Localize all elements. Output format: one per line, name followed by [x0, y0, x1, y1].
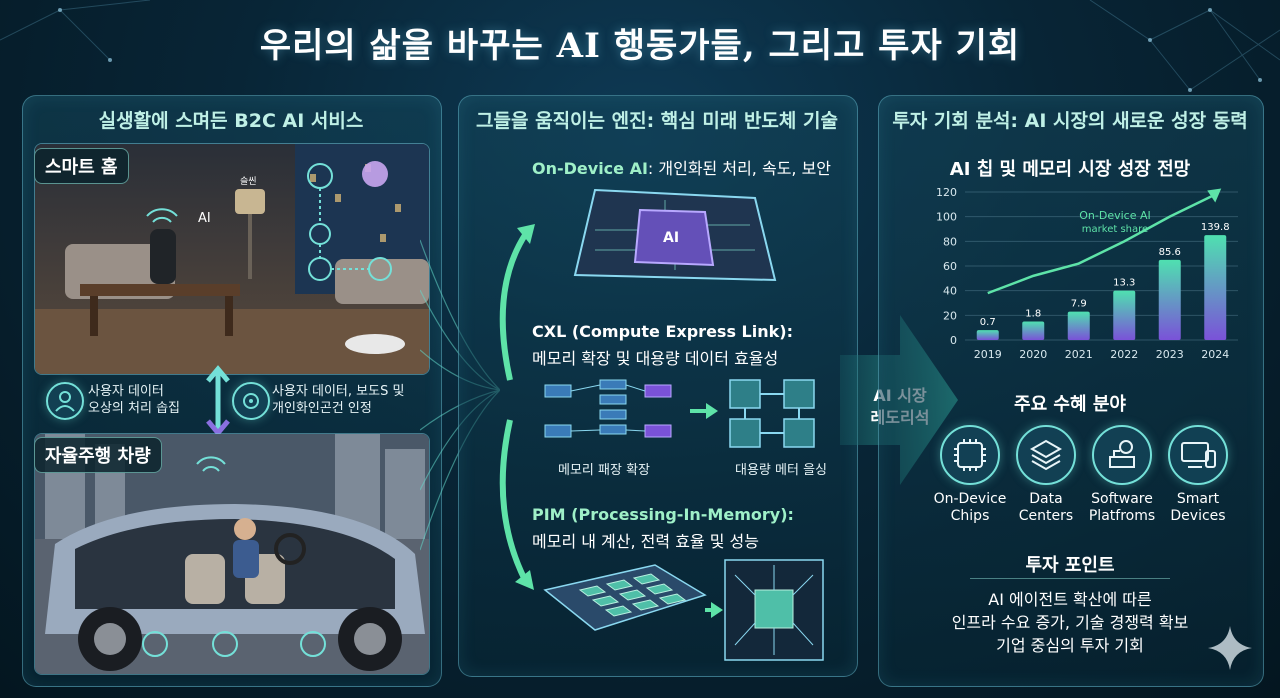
cxl-left-caption: 메모리 패장 확장: [558, 463, 650, 478]
vehicle-scene: [34, 433, 430, 675]
note-1: 사용자 데이터 오상의 처리 솝집: [88, 383, 180, 417]
trend-label-line-2: market share: [1082, 224, 1148, 235]
y-tick-label: 120: [936, 186, 957, 199]
benefit-label-line-1: Smart: [1176, 491, 1220, 507]
devices-icon: [1168, 425, 1228, 485]
data-label: 85.6: [1159, 247, 1181, 258]
benefit-label-line-2: Chips: [950, 508, 990, 524]
x-tick-label: 2020: [1019, 348, 1047, 361]
benefit-label-line-2: Centers: [1018, 508, 1074, 524]
chip-ai-label: AI: [663, 230, 679, 246]
note-1-line-2: 오상의 처리 솝집: [88, 401, 180, 416]
invest-line-2: 인프라 수요 증가, 기술 경쟁력 확보: [951, 613, 1189, 632]
bubble-label: 슬씬: [240, 176, 257, 187]
benefit-label-line-1: On-Device: [933, 491, 1007, 507]
bar: [1158, 259, 1181, 340]
user-data-icon: [46, 382, 84, 420]
on-device-chip-illustration: AI: [573, 188, 777, 282]
data-label: 7.9: [1071, 299, 1087, 310]
bar: [976, 330, 999, 340]
invest-title: 투자 포인트: [1025, 555, 1115, 576]
left-panel-header: 실생활에 스며든 B2C AI 서비스: [98, 110, 364, 132]
y-tick-label: 20: [943, 309, 957, 322]
x-tick-label: 2021: [1065, 348, 1093, 361]
data-label: 0.7: [980, 317, 996, 328]
smart-home-illustration: AI 슬씬: [35, 144, 429, 374]
cxl-right-caption: 대용량 메터 을싱: [735, 463, 827, 478]
platform-icon: [1092, 425, 1152, 485]
bar: [1067, 311, 1090, 340]
on-device-title-green: On-Device AI: [532, 159, 648, 178]
bar: [1022, 321, 1045, 340]
note-2-line-1: 사용자 데이터, 보도S 및: [272, 384, 405, 399]
cxl-title: CXL (Compute Express Link):: [532, 322, 793, 341]
pim-subtitle: 메모리 내 계산, 전력 효율 및 성능: [532, 532, 759, 551]
bar: [1204, 235, 1227, 340]
chip-icon: [940, 425, 1000, 485]
on-device-title: On-Device AI: 개인화된 처리, 속도, 보안: [532, 155, 831, 179]
note-2-line-2: 개인화인곤건 인정: [272, 401, 372, 416]
right-panel-header: 투자 기회 분석: AI 시장의 새로운 성장 동력: [892, 110, 1248, 132]
benefits-title: 주요 수혜 분야: [1014, 394, 1126, 415]
trend-label-line-1: On-Device AI: [1079, 209, 1150, 222]
benefit-label-line-1: Software: [1091, 491, 1153, 507]
middle-flow-arrows: [499, 224, 535, 590]
middle-panel-header: 그들을 움직이는 엔진: 핵심 미래 반도체 기술: [476, 110, 838, 132]
speaker-ai-label: AI: [198, 211, 211, 226]
x-tick-label: 2019: [974, 348, 1002, 361]
privacy-icon: [232, 382, 270, 420]
cxl-diagram: [544, 379, 815, 448]
data-label: 1.8: [1025, 309, 1041, 320]
vehicle-illustration: [35, 434, 429, 674]
pim-diagram: [543, 559, 824, 661]
smart-home-tag: 스마트 홈: [34, 148, 129, 184]
x-tick-label: 2022: [1110, 348, 1138, 361]
page-title: 우리의 삶을 바꾸는 AI 행동가들, 그리고 투자 기회: [259, 26, 1021, 66]
y-tick-label: 60: [943, 260, 957, 273]
cxl-subtitle: 메모리 확장 및 대용량 데이터 효율성: [532, 349, 779, 368]
benefit-label-line-2: Platfroms: [1088, 508, 1156, 524]
trend-arrowhead: [1207, 188, 1222, 203]
note-2: 사용자 데이터, 보도S 및 개인화인곤건 인정: [272, 383, 404, 417]
data-label: 13.3: [1113, 278, 1135, 289]
bar: [1113, 290, 1136, 340]
y-tick-label: 80: [943, 235, 957, 248]
invest-points: AI 에이전트 확산에 따른 인프라 수요 증가, 기술 경쟁력 확보 기업 중…: [878, 588, 1262, 657]
smart-home-scene: AI 슬씬: [34, 143, 430, 375]
chart-title: AI 칩 및 메모리 시장 성장 전망: [949, 159, 1191, 180]
trend-line: [987, 193, 1216, 295]
benefit-label-line-1: Data: [1029, 491, 1063, 507]
invest-line-3: 기업 중심의 투자 기회: [996, 636, 1144, 655]
y-tick-label: 40: [943, 285, 957, 298]
sparkle-icon: [1208, 626, 1252, 670]
data-label: 139.8: [1201, 222, 1230, 233]
on-device-title-rest: : 개인화된 처리, 속도, 보안: [647, 159, 832, 178]
y-tick-label: 100: [936, 211, 957, 224]
x-tick-label: 2024: [1201, 348, 1229, 361]
invest-line-1: AI 에이전트 확산에 따른: [988, 590, 1152, 609]
note-1-line-1: 사용자 데이터: [88, 384, 164, 399]
vehicle-tag: 자율주행 차량: [34, 437, 162, 473]
benefit-label-line-2: Devices: [1170, 508, 1226, 524]
x-tick-label: 2023: [1156, 348, 1184, 361]
database-icon: [1016, 425, 1076, 485]
pim-title: PIM (Processing-In-Memory):: [532, 505, 794, 524]
invest-divider: [970, 578, 1170, 579]
right-panel: [878, 95, 1264, 687]
y-tick-label: 0: [950, 334, 957, 347]
market-growth-chart: 0 20 40 60 80 100 120 0.7 2019 1.8 2020 7.9 2021 13.3…: [936, 186, 1238, 361]
